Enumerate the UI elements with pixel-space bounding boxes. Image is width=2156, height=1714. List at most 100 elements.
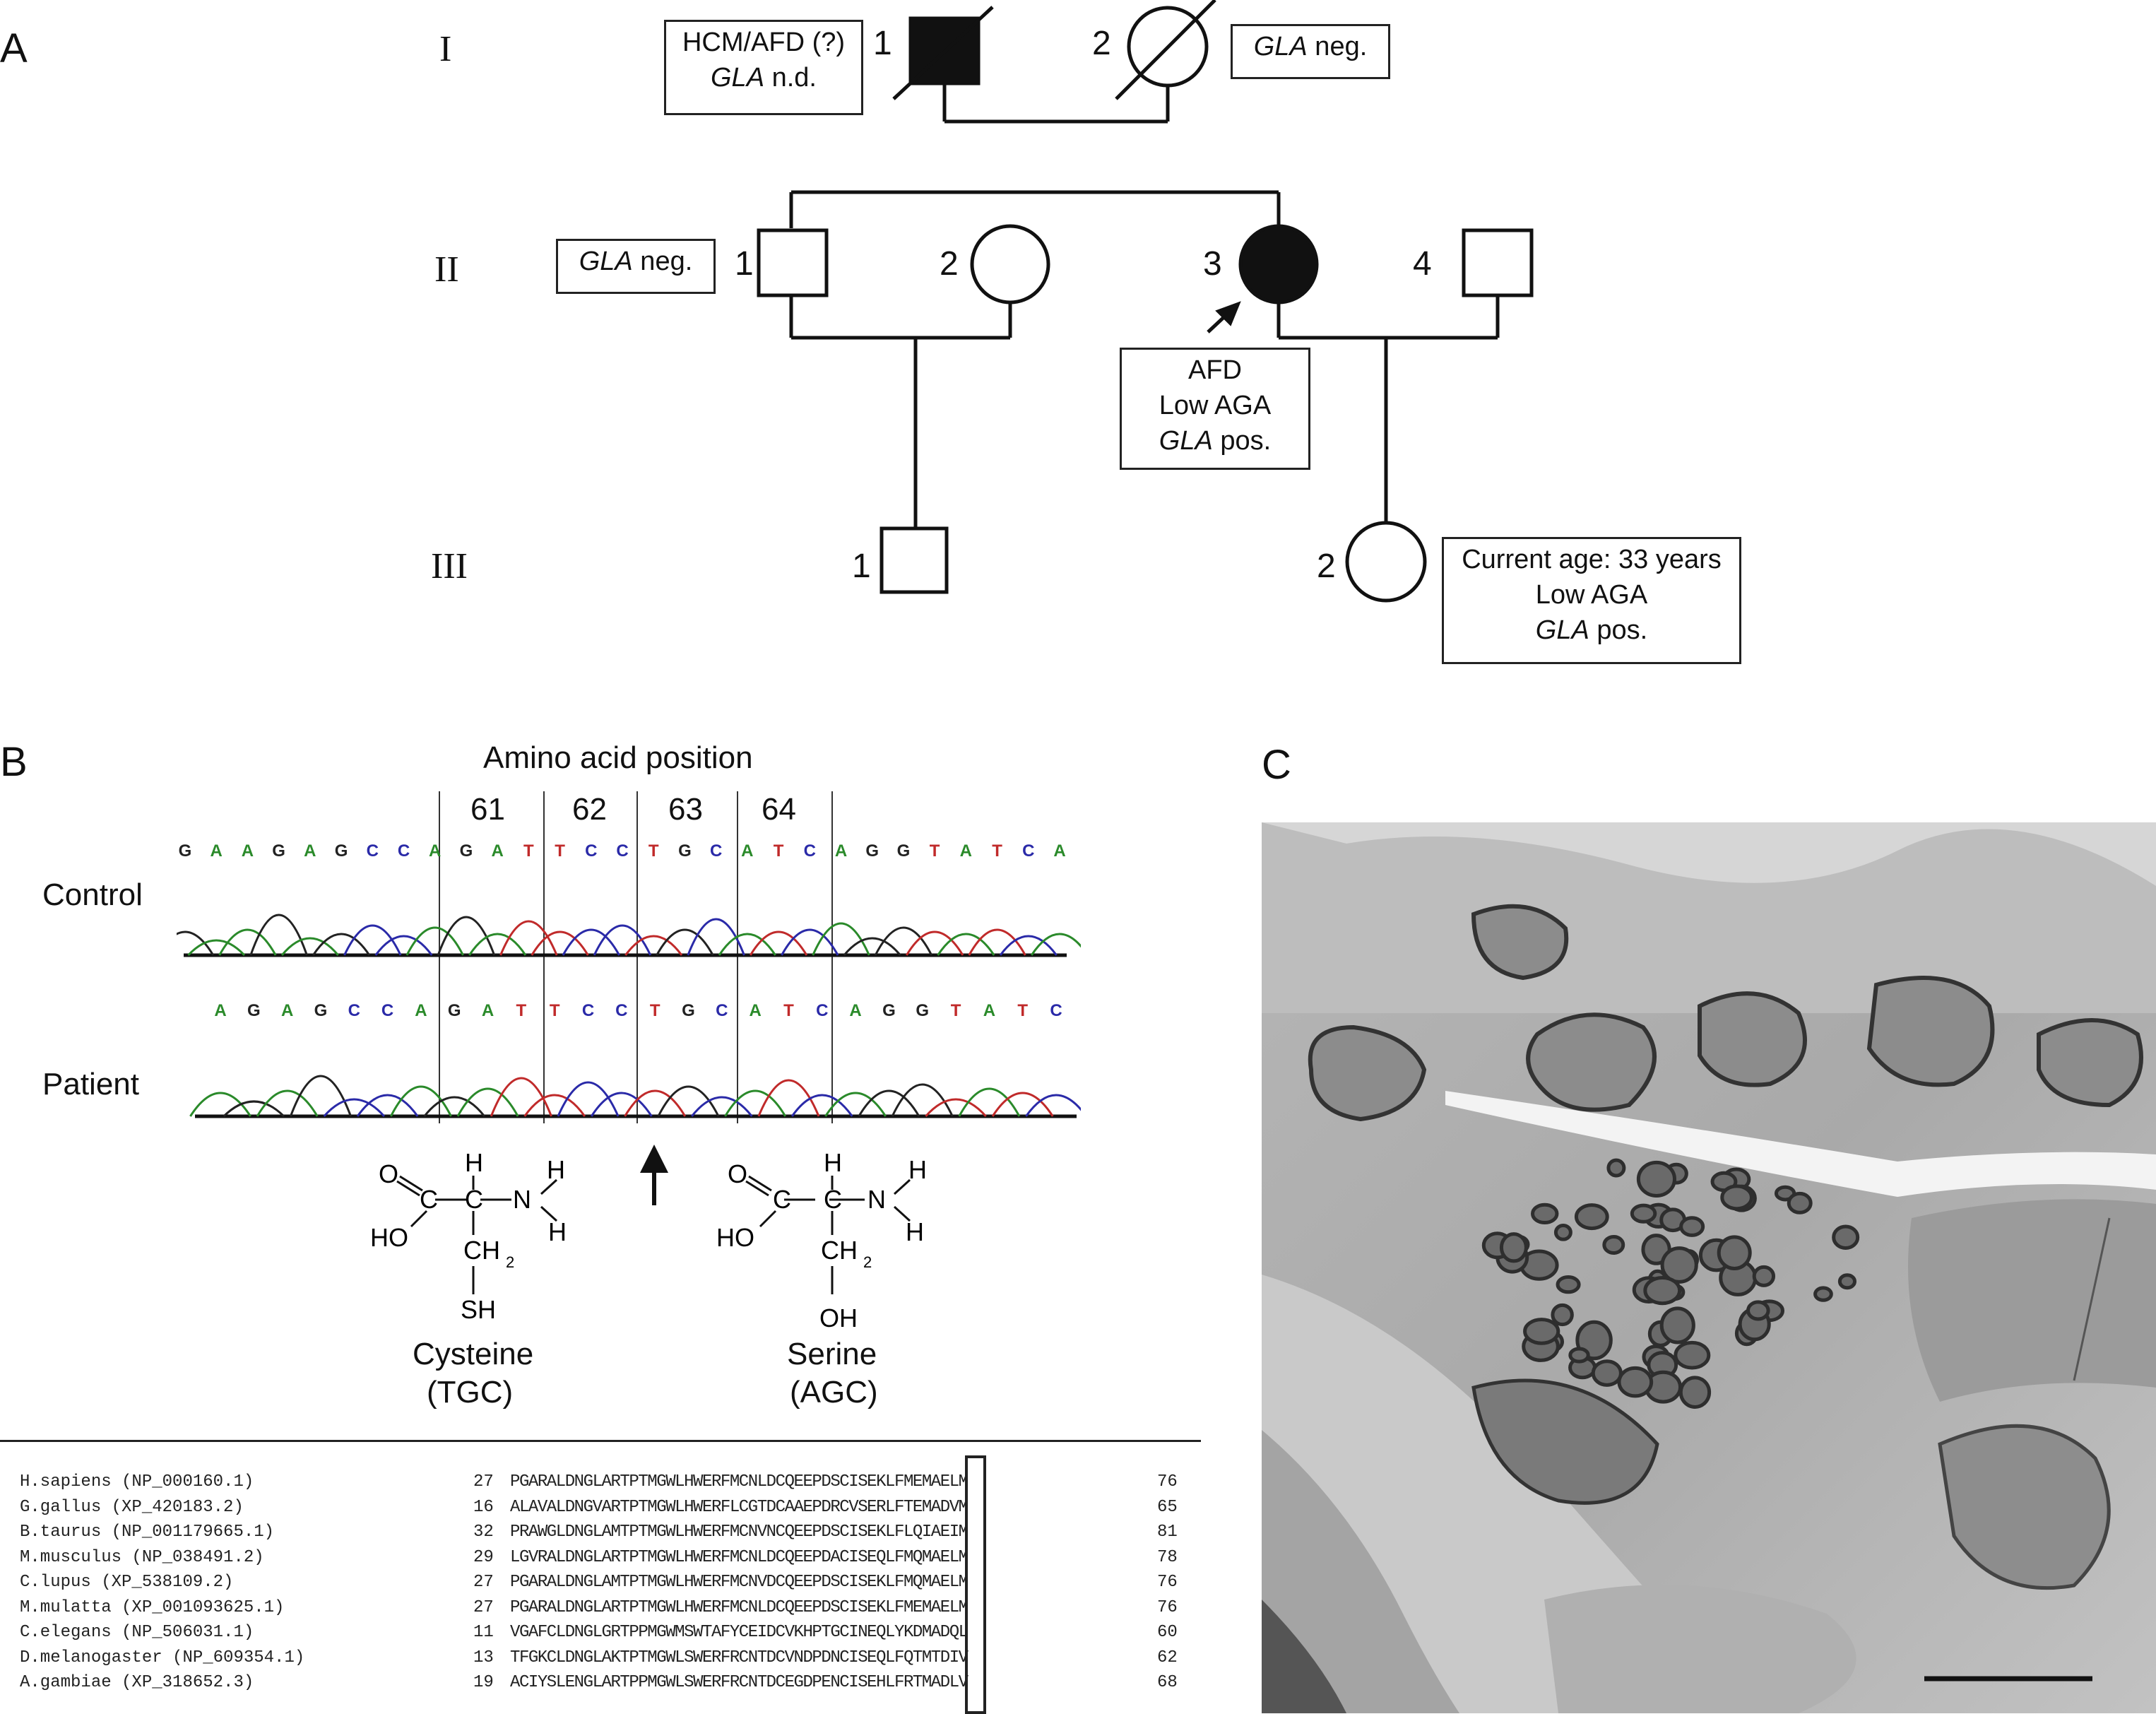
trace-peak [423,1096,486,1117]
trace-peak [218,928,277,956]
base-call: T [648,841,659,861]
ser-o: O [728,1159,747,1188]
patient-trace [189,1075,1081,1118]
base-call: T [783,1001,794,1020]
trace-peak [523,1094,586,1117]
patient-label: Patient [42,1067,139,1101]
individual-ii4-number: 4 [1413,245,1432,283]
individual-iii1-symbol [879,526,949,594]
base-call: T [523,841,534,861]
alignment-end: 62 [1157,1648,1178,1667]
base-call: A [304,841,316,861]
trace-peak [624,935,683,956]
base-call: C [582,1001,594,1020]
base-call: A [835,841,847,861]
ser-c1: C [773,1185,791,1214]
trace-peak [999,935,1058,956]
base-call: G [448,1001,461,1020]
inclusion-body [1574,1203,1609,1231]
trace-peak [790,1094,853,1117]
trace-peak [468,933,527,956]
individual-ii3-number: 3 [1203,245,1222,283]
trace-peak [593,924,652,956]
cys-h2: H [548,1217,567,1246]
inclusion-body [1556,1275,1581,1294]
base-call: T [550,1001,560,1020]
alignment-end: 60 [1157,1623,1178,1642]
trace-peak [687,918,745,956]
cys-ch: CH [463,1236,500,1265]
individual-ii2-symbol [970,224,1050,305]
alignment-start: 32 [473,1523,494,1542]
alignment-start: 27 [473,1573,494,1592]
inclusion-body [1660,1246,1698,1284]
inclusion-body [1531,1202,1559,1225]
base-call: C [348,1001,360,1020]
base-call: A [242,841,254,861]
trace-peak [991,1092,1054,1117]
alignment-sequence: VGAFCLDNGLGRTPPMGWMSWTAFYCEIDCVKHPTGCINE… [510,1623,969,1642]
cys-sub2: 2 [506,1253,514,1271]
ser-h2: H [906,1217,924,1246]
individual-i2-number: 2 [1092,25,1111,62]
trace-peak [562,928,620,956]
inclusion-body [1568,1347,1590,1364]
base-call: G [272,841,285,861]
base-call: A [960,841,972,861]
position-63: 63 [668,792,703,827]
alignment-start: 27 [473,1472,494,1491]
alignment-end: 81 [1157,1523,1178,1542]
trace-peak [718,933,776,956]
base-call: G [682,1001,695,1020]
generation-label-ii: II [434,249,459,290]
ser-ch: CH [821,1236,858,1265]
inclusion-body [1659,1306,1695,1344]
alignment-end: 78 [1157,1547,1178,1567]
trace-peak [925,1098,987,1117]
trace-peak [691,1096,753,1117]
base-call: A [849,1001,861,1020]
inclusion-body [1617,1366,1654,1398]
trace-peak [968,928,1026,956]
trace-peak [490,1077,552,1117]
trace-peak [624,1089,687,1117]
panel-label-b: B [0,739,28,785]
alignment-species: M.musculus (NP_038491.2) [20,1547,264,1567]
ser-oh: OH [819,1304,858,1332]
inclusion-body [1630,1203,1657,1224]
individual-iii2-number: 2 [1317,548,1336,585]
inclusion-body [1679,1216,1705,1237]
ser-h1: H [908,1155,927,1184]
individual-i1-number: 1 [873,25,892,62]
inclusion-body [1674,1340,1711,1370]
alignment-species: C.lupus (XP_538109.2) [20,1573,234,1592]
inclusion-body [1591,1359,1623,1387]
annotation-ii3: AFD Low AGA GLA pos. [1120,348,1310,470]
base-call: T [1017,1001,1028,1020]
cysteine-name: Cysteine [413,1337,534,1371]
base-call: A [429,841,441,861]
base-call: G [335,841,348,861]
trace-peak [749,930,808,956]
trace-peak [1030,933,1081,956]
alignment-sequence: PRAWGLDNGLAMTPTMGWLHWERFMCNVNCQEEPDSCISE… [510,1523,969,1542]
inclusion-body [1717,1235,1752,1270]
trace-peak [557,1081,620,1117]
control-trace [177,914,1081,957]
base-call: G [460,841,473,861]
base-call: C [710,841,722,861]
base-call: G [882,1001,896,1020]
pedigree-lines [757,0,1534,603]
sequence-title: Amino acid position [483,740,753,775]
alignment-species: D.melanogaster (NP_609354.1) [20,1648,305,1667]
base-call: T [555,841,565,861]
trace-peak [256,1089,319,1117]
base-call: G [865,841,879,861]
inclusion-body [1523,1318,1560,1345]
base-call: G [179,841,192,861]
cys-n: N [513,1185,531,1214]
alignment-start: 16 [473,1497,494,1517]
position-61: 61 [470,792,505,827]
inclusion-body [1643,1275,1682,1306]
